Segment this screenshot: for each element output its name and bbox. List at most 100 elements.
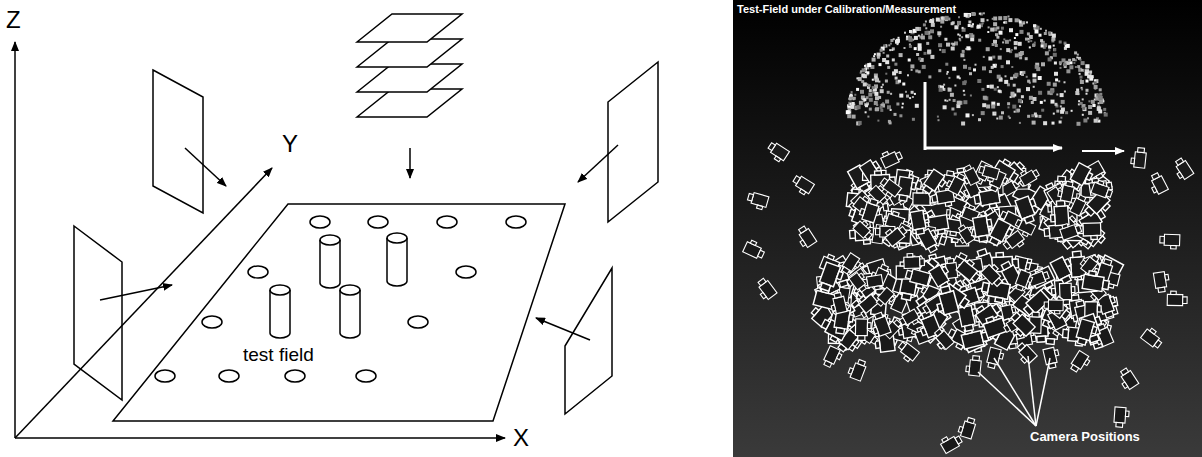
- cloud-point: [1054, 62, 1057, 65]
- cloud-point: [1003, 16, 1007, 20]
- cloud-point: [987, 31, 989, 33]
- cloud-point: [963, 100, 967, 104]
- cloud-point: [1080, 80, 1084, 84]
- cloud-point: [869, 98, 873, 102]
- camera-icons: [743, 141, 1194, 454]
- cloud-point: [1099, 100, 1103, 104]
- camera-icon: [957, 416, 976, 439]
- cloud-point: [977, 25, 981, 29]
- cloud-point: [1025, 38, 1028, 41]
- cloud-point: [1004, 80, 1008, 84]
- cloud-point: [1008, 106, 1010, 108]
- camera-icon: [1026, 267, 1050, 287]
- cloud-point: [1017, 89, 1021, 93]
- cloud-point: [1088, 111, 1092, 115]
- cloud-point: [957, 101, 961, 105]
- cloud-point: [898, 37, 900, 39]
- cloud-point: [1064, 42, 1067, 45]
- cloud-point: [872, 58, 876, 62]
- cloud-point: [1027, 32, 1030, 35]
- cloud-point: [1005, 40, 1009, 44]
- panel-title: Test-Field under Calibration/Measurement: [737, 3, 956, 16]
- cloud-point: [1009, 28, 1013, 32]
- camera-icon: [895, 340, 919, 363]
- cloud-point: [1018, 42, 1022, 46]
- cloud-point: [986, 47, 990, 51]
- cloud-point: [1041, 109, 1044, 112]
- cloud-point: [1103, 108, 1106, 111]
- cloud-point: [1008, 116, 1010, 118]
- cloud-point: [1048, 45, 1051, 48]
- cloud-point: [1053, 48, 1056, 51]
- cloud-point: [1075, 66, 1077, 68]
- cloud-point: [1025, 57, 1028, 60]
- x-axis: [15, 437, 505, 439]
- cloud-point: [915, 104, 919, 108]
- cloud-point: [991, 105, 995, 109]
- camera-icon: [754, 277, 777, 301]
- cloud-point: [972, 114, 974, 116]
- cloud-point: [865, 104, 868, 107]
- cloud-point: [1003, 22, 1005, 24]
- cloud-point: [1039, 34, 1042, 37]
- camera-icon: [1059, 220, 1083, 240]
- cloud-point: [862, 68, 866, 72]
- cloud-point: [945, 63, 948, 66]
- cloud-point: [990, 85, 994, 89]
- cloud-point: [1010, 77, 1013, 80]
- cloud-point: [979, 13, 981, 15]
- camera-icon: [1045, 294, 1074, 322]
- cloud-point: [1019, 105, 1021, 107]
- cloud-point: [995, 44, 998, 47]
- leader-lines: [978, 356, 1050, 426]
- cloud-point: [1033, 43, 1036, 46]
- cloud-point: [998, 16, 1002, 20]
- cloud-point: [968, 21, 971, 24]
- cloud-point: [876, 104, 878, 106]
- cloud-point: [868, 84, 871, 87]
- cloud-point: [1050, 88, 1054, 92]
- cloud-point: [1034, 113, 1037, 116]
- cloud-point: [1083, 107, 1087, 111]
- image-plane: [565, 268, 612, 414]
- cloud-point: [966, 46, 970, 50]
- cloud-point: [1060, 117, 1062, 119]
- cloud-point: [1016, 109, 1020, 113]
- camera-icon: [746, 191, 769, 210]
- cloud-point: [874, 53, 876, 55]
- figure-label: test field: [243, 344, 314, 366]
- camera-icon: [1015, 195, 1041, 225]
- cloud-point: [916, 53, 919, 56]
- cloud-point: [883, 52, 885, 54]
- cloud-point: [1033, 79, 1037, 83]
- cloud-point: [910, 64, 914, 68]
- cloud-point: [1026, 87, 1030, 91]
- cloud-point: [911, 69, 913, 71]
- cloud-point: [1069, 65, 1073, 69]
- cloud-point: [889, 49, 891, 51]
- cloud-point: [850, 103, 852, 105]
- cloud-point: [869, 108, 872, 111]
- cloud-point: [899, 71, 902, 74]
- cloud-point: [939, 88, 943, 92]
- cloud-point: [1080, 102, 1083, 105]
- cloud-point: [942, 49, 946, 53]
- camera-icon: [1171, 157, 1194, 181]
- cloud-point: [1087, 75, 1091, 79]
- cloud-point: [982, 22, 984, 24]
- cloud-point: [860, 90, 864, 94]
- cloud-point: [1000, 48, 1002, 50]
- cloud-point: [1056, 110, 1059, 113]
- camera-icon: [1043, 347, 1061, 370]
- cloud-point: [951, 47, 955, 51]
- cloud-point: [899, 94, 903, 98]
- cloud-point: [963, 59, 965, 61]
- cloud-point: [930, 29, 934, 33]
- cloud-point: [1060, 67, 1062, 69]
- cloud-point: [1081, 61, 1085, 65]
- cloud-point: [890, 43, 892, 45]
- cloud-point: [971, 12, 975, 16]
- render-panel: [733, 0, 1202, 457]
- cloud-point: [1058, 80, 1060, 82]
- cloud-point: [1066, 69, 1070, 73]
